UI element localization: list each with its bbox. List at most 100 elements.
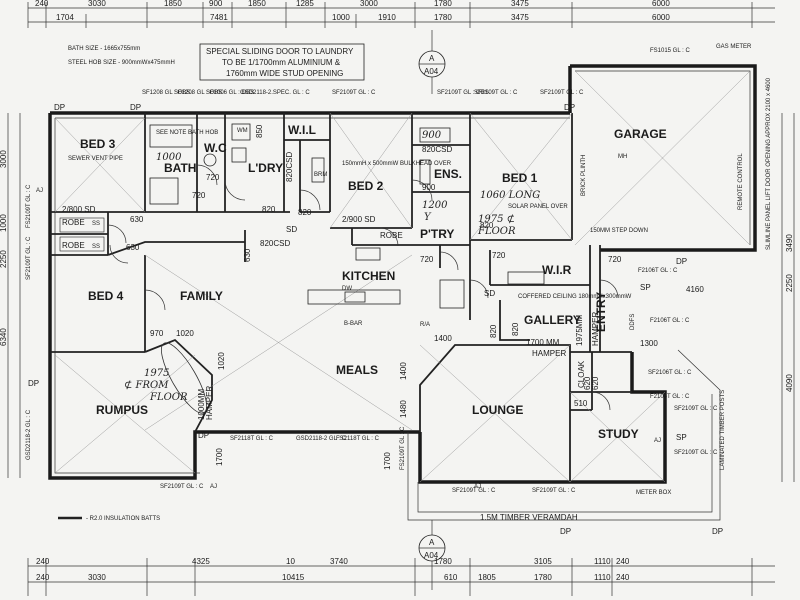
section-marker-bottom: A A04 [418,520,446,590]
window-label: SF2109T GL : C [540,90,584,96]
handwritten-bed1-floor: FLOOR [477,226,516,237]
ddfs-label: DDFS [630,314,636,330]
step-down-note: 150MM STEP DOWN [590,228,648,234]
robe-label: ROBE [62,218,85,227]
hamper-label: HAMPER [591,312,600,346]
bottom-dimension-lines [27,558,775,596]
dim-top-1: 3475 [511,0,529,8]
window-label: GSD2118-2 GL : C [296,436,347,442]
right-dimension-lines [781,113,795,482]
shelf-icon [507,271,545,285]
dim-top-1: 1285 [296,0,314,8]
tub-icon [231,147,247,163]
dim-bottom: 1805 [478,573,496,582]
see-note-bath-hob: SEE NOTE BATH HOB [156,130,218,136]
internal-dim: 1000MM [197,389,206,420]
room-label-bed1: BED 1 [502,171,538,185]
dim-bottom: 240 [36,557,50,566]
internal-dim: 2/900 SD [342,215,376,224]
dim-bottom: 1110 [594,557,611,566]
dim-top-1: 900 [209,0,223,8]
internal-dim: 850 [255,124,264,138]
dim-top-1: 3000 [360,0,378,8]
internal-dim: 4160 [686,285,704,294]
dim-top-2: 6000 [652,13,670,22]
svg-text:A04: A04 [424,67,439,76]
room-label-wir: W.I.R [542,263,572,277]
ss-label: SS [92,244,100,250]
bulkhead-note: 150mmH x 500mmW BULKHEAD OVER [342,161,452,167]
window-label: SF2106T GL : C [648,370,692,376]
handwritten-circle [161,342,207,414]
toilet-icon [203,153,217,167]
dim-top-2: 1704 [56,13,74,22]
internal-dim: 820CSD [422,145,452,154]
svg-text:A: A [429,54,435,63]
shower-icon [419,159,431,185]
internal-dim: 1700 [383,452,392,470]
bbar-label: B-BAR [344,321,363,327]
room-label-bed2: BED 2 [348,179,384,193]
room-label-study: STUDY [598,427,639,441]
downpipe-label: DP [54,103,65,112]
internal-dim: 720 [492,251,506,260]
sliding-door-note-line2: TO BE 1/1700mm ALUMINIUM & [222,58,341,67]
robe-icon [59,236,105,252]
sewer-point-label: SP [640,283,651,292]
internal-dim: 820CSD [285,152,294,182]
downpipe-label: DP [560,527,571,536]
panel-lift-note: SLIMLINE PANEL LIFT DOOR OPENING APPROX … [766,77,772,250]
internal-dim: 630 [130,215,144,224]
window-label: SF2118T GL : C [230,436,274,442]
room-label-bed3: BED 3 [80,137,116,151]
smoke-detector-label: SD [484,289,495,298]
room-label-laundry: L'DRY [248,161,283,175]
svg-text:A04: A04 [424,551,439,560]
room-label-pantry: P'TRY [420,227,454,241]
window-label: SF1006 GL : OBS. [206,90,256,96]
meter-box-label: METER BOX [636,490,671,496]
window-label: GSD2118-2.SPEC. GL : C [240,90,310,96]
dim-top-1: 1850 [164,0,182,8]
dim-top-2: 1910 [378,13,396,22]
internal-dim: 510 [574,399,588,408]
dim-bottom: 1780 [434,557,452,566]
bath-size-note: BATH SIZE - 1665x755mm [68,46,140,52]
handwritten-rumpus-from: ⊄ FROM [124,380,169,391]
broom-cupboard-icon [311,157,325,183]
aj-label: AJ [654,438,661,444]
fixtures [59,123,545,309]
internal-dim: 1020 [217,352,226,370]
door-swings [107,164,619,411]
internal-dim: 820 [489,324,498,338]
handwritten-bed1-1975: 1975 ⊄ [478,214,515,225]
handwritten-rumpus-floor: FLOOR [149,392,188,403]
room-label-meals: MEALS [336,363,378,377]
ceiling-hatch [54,70,751,483]
room-label-kitchen: KITCHEN [342,269,395,283]
handwritten-ens-mark: Y [424,212,432,223]
dim-bottom: 3030 [88,573,106,582]
dim-bottom: 240 [616,557,630,566]
window-label: SF1208 GL : OBS. [142,90,192,96]
mh-label: MH [618,154,627,160]
dim-top-2: 1000 [332,13,350,22]
window-label: SF2109T GL : C [332,90,376,96]
room-label-bed4: BED 4 [88,289,124,303]
downpipe-label: DP [676,257,687,266]
window-label: SF2109T GL : C [160,484,204,490]
dim-bottom: 3740 [330,557,348,566]
handwritten-bath-1000: 1000 [156,152,182,163]
room-label-entry: ENTRY [594,292,608,332]
room-label-wil: W.I.L [288,123,316,137]
room-label-family: FAMILY [180,289,223,303]
fridge-icon [439,279,465,309]
internal-dim: 1300 [640,339,658,348]
window-label: FS2109T GL : C [400,426,406,470]
sewer-point-label: SP [676,433,687,442]
dw-label: DW [342,286,352,292]
dim-left: 3000 [0,150,8,168]
window-label: SF2109T GL : C [474,90,518,96]
sewer-vent-note: SEWER VENT PIPE [68,156,123,162]
room-label-lounge: LOUNGE [472,403,523,417]
